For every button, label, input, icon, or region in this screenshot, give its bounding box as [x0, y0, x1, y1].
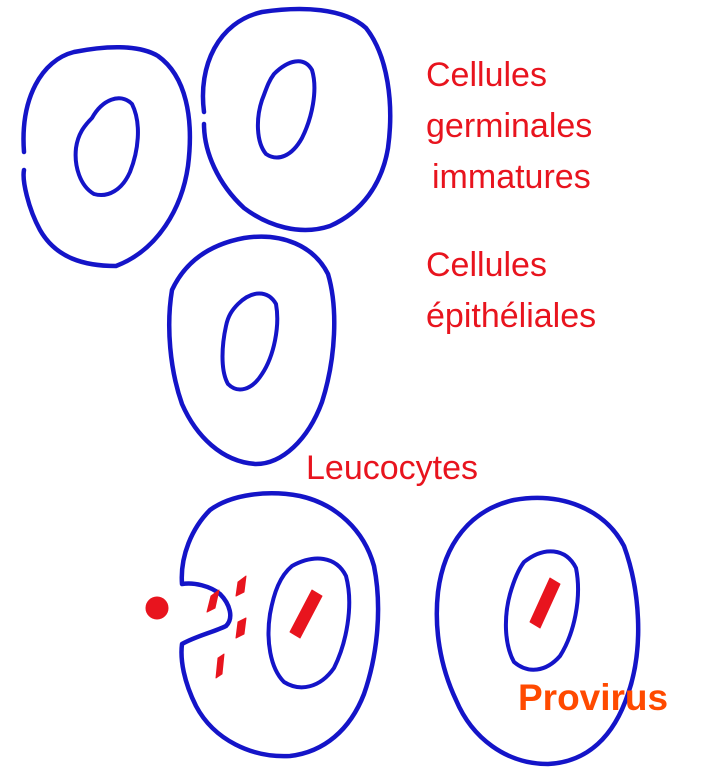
- label-epithelial-line-2: épithéliales: [426, 296, 596, 336]
- germinal-cell-2-membrane: [203, 9, 390, 230]
- label-germinal-line-1: Cellules: [426, 55, 592, 95]
- epithelial-cell-membrane: [169, 237, 334, 464]
- provirus-fragment-4: [216, 654, 224, 678]
- leucocyte-infected-nucleus: [269, 559, 350, 688]
- label-epithelial-line-1: Cellules: [426, 245, 596, 285]
- germinal-cell-2-nucleus: [258, 61, 314, 157]
- label-epithelial-cells: Cellules épithéliales: [426, 245, 596, 336]
- virus-particle: [146, 597, 168, 619]
- epithelial-cell: [169, 237, 334, 464]
- provirus-fragment-3: [236, 618, 246, 638]
- epithelial-cell-nucleus: [223, 294, 278, 390]
- label-provirus: Provirus: [518, 678, 668, 718]
- label-germinal-cells: Cellules germinales immatures: [426, 55, 592, 197]
- germinal-cell-1: [24, 47, 190, 266]
- label-leucocytes: Leucocytes: [306, 448, 478, 488]
- label-germinal-line-2: germinales: [426, 106, 592, 146]
- provirus-mark-2: [530, 578, 560, 628]
- leucocyte-2-membrane: [437, 498, 638, 764]
- germinal-cell-1-nucleus: [76, 98, 138, 195]
- provirus-fragment-2: [236, 576, 246, 596]
- provirus-fragment-1: [207, 590, 219, 612]
- label-germinal-line-3: immatures: [432, 157, 592, 197]
- leucocyte-infected: [146, 493, 378, 756]
- provirus-mark-1: [290, 590, 322, 638]
- germinal-cell-2: [203, 9, 390, 230]
- leucocyte-2: [437, 498, 638, 764]
- germinal-cell-1-membrane: [24, 47, 190, 266]
